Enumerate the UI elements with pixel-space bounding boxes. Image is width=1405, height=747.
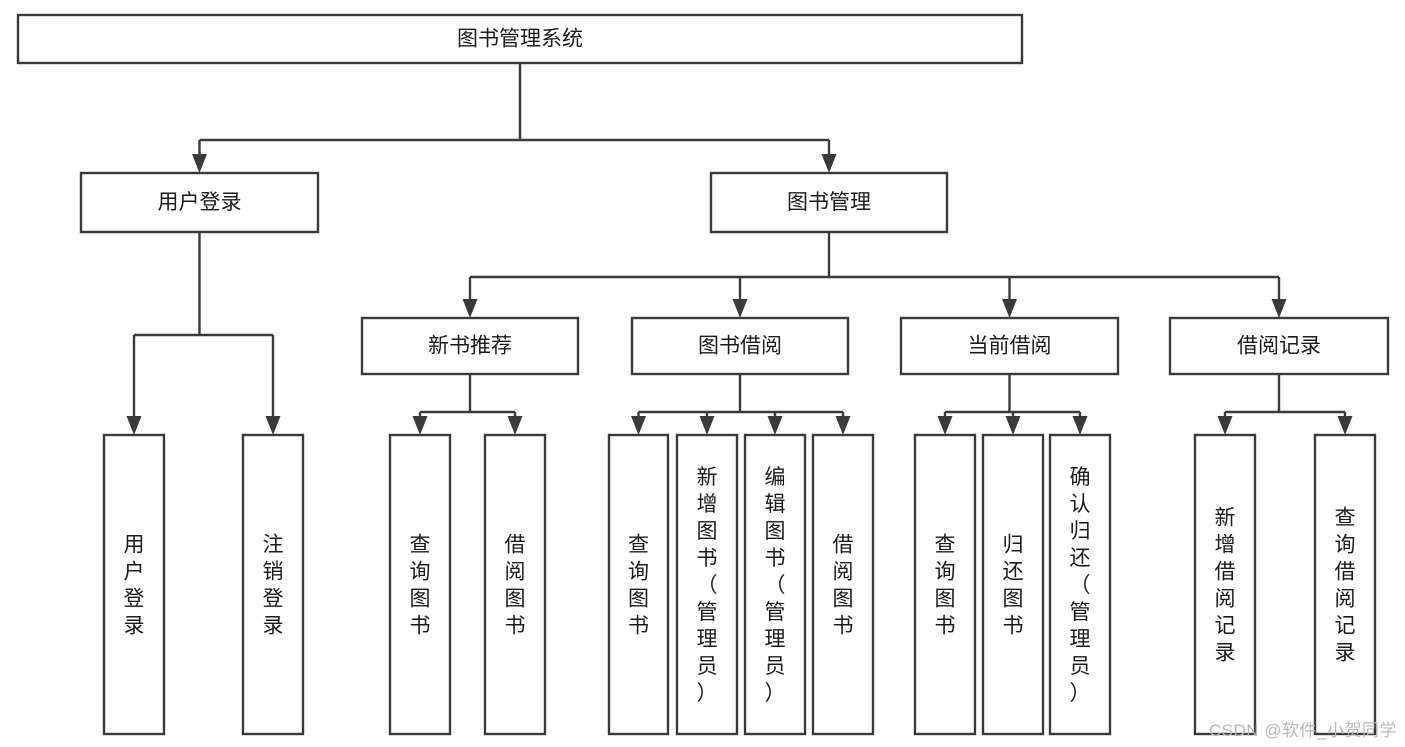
- node-box: [241, 433, 305, 736]
- node-label: 借阅图书: [505, 534, 526, 638]
- arrow-head-icon: [192, 154, 207, 173]
- node-leaf-query-book-recommend[interactable]: 查询图书: [388, 433, 452, 736]
- node-book-borrow[interactable]: 图书借阅: [630, 316, 850, 376]
- node-leaf-edit-book-admin[interactable]: 编辑图书（管理员）: [743, 433, 807, 736]
- node-leaf-add-borrow-record[interactable]: 新增借阅记录: [1193, 433, 1257, 736]
- arrow-head-icon: [126, 416, 142, 435]
- node-label: 用户登录: [158, 191, 242, 214]
- node-leaf-query-book-current[interactable]: 查询图书: [913, 433, 977, 736]
- node-box: [1193, 433, 1257, 736]
- arrow-head-icon: [1072, 416, 1088, 435]
- node-book-manage[interactable]: 图书管理: [709, 171, 949, 234]
- node-label: 查询图书: [935, 534, 956, 638]
- node-leaf-query-book-borrow[interactable]: 查询图书: [607, 433, 670, 736]
- node-box: [607, 433, 670, 736]
- arrow-head-icon: [937, 416, 953, 435]
- node-box: [675, 433, 739, 736]
- node-borrow-record[interactable]: 借阅记录: [1168, 316, 1390, 376]
- node-box: [16, 13, 1024, 65]
- arrow-head-icon: [767, 416, 783, 435]
- node-label: 新增图书（管理员）: [697, 466, 718, 705]
- node-label: 当前借阅: [968, 335, 1052, 358]
- node-label: 查询借阅记录: [1335, 507, 1356, 665]
- node-label: 新增借阅记录: [1215, 507, 1236, 665]
- node-leaf-borrow-book[interactable]: 借阅图书: [811, 433, 875, 736]
- node-box: [79, 171, 320, 234]
- arrow-head-icon: [412, 416, 428, 435]
- node-user-login[interactable]: 用户登录: [79, 171, 320, 234]
- arrow-head-icon: [1337, 416, 1353, 435]
- node-leaf-return-book[interactable]: 归还图书: [981, 433, 1045, 736]
- node-leaf-logout-login[interactable]: 注销登录: [241, 433, 305, 736]
- node-leaf-query-borrow-record[interactable]: 查询借阅记录: [1313, 433, 1377, 736]
- arrow-head-icon: [462, 299, 478, 318]
- node-label: 编辑图书（管理员）: [765, 466, 786, 705]
- node-label: 借阅图书: [833, 534, 854, 638]
- arrow-head-icon: [835, 416, 851, 435]
- connector-layer: [126, 63, 1353, 435]
- node-leaf-add-book-admin[interactable]: 新增图书（管理员）: [675, 433, 739, 736]
- node-current-borrow[interactable]: 当前借阅: [899, 316, 1120, 376]
- node-label: 归还图书: [1003, 534, 1024, 638]
- arrow-head-icon: [732, 299, 748, 318]
- node-label: 图书借阅: [698, 335, 782, 358]
- node-box: [743, 433, 807, 736]
- node-box: [1313, 433, 1377, 736]
- arrow-head-icon: [507, 416, 523, 435]
- node-box: [388, 433, 452, 736]
- node-box: [483, 433, 547, 736]
- arrow-head-icon: [699, 416, 715, 435]
- node-box: [1168, 316, 1390, 376]
- node-new-book-recommend[interactable]: 新书推荐: [360, 316, 580, 376]
- node-root[interactable]: 图书管理系统: [16, 13, 1024, 65]
- csdn-watermark: CSDN @软件_小贺同学: [1208, 721, 1397, 740]
- node-box: [913, 433, 977, 736]
- node-box: [981, 433, 1045, 736]
- node-label: 新书推荐: [428, 335, 512, 358]
- node-layer: 图书管理系统用户登录图书管理新书推荐图书借阅当前借阅借阅记录用户登录注销登录查询…: [16, 13, 1390, 736]
- arrow-head-icon: [1217, 416, 1233, 435]
- arrow-head-icon: [631, 416, 646, 435]
- node-label: 确认归还（管理员）: [1070, 466, 1091, 705]
- node-leaf-user-login[interactable]: 用户登录: [102, 433, 166, 736]
- node-label: 查询图书: [410, 534, 431, 638]
- node-label: 注销登录: [263, 534, 284, 638]
- node-label: 图书管理: [787, 191, 871, 214]
- node-leaf-confirm-return-admin[interactable]: 确认归还（管理员）: [1048, 433, 1112, 736]
- node-box: [811, 433, 875, 736]
- arrow-head-icon: [265, 416, 281, 435]
- node-box: [709, 171, 949, 234]
- node-label: 用户登录: [124, 534, 145, 638]
- arrow-head-icon: [821, 154, 837, 173]
- node-label: 图书管理系统: [457, 28, 583, 51]
- node-box: [102, 433, 166, 736]
- node-leaf-borrow-book-recommend[interactable]: 借阅图书: [483, 433, 547, 736]
- node-label: 借阅记录: [1237, 335, 1321, 358]
- node-box: [360, 316, 580, 376]
- node-label: 查询图书: [628, 534, 649, 638]
- arrow-head-icon: [1002, 299, 1017, 318]
- node-box: [630, 316, 850, 376]
- node-box: [1048, 433, 1112, 736]
- arrow-head-icon: [1005, 416, 1021, 435]
- node-box: [899, 316, 1120, 376]
- arrow-head-icon: [1271, 299, 1287, 318]
